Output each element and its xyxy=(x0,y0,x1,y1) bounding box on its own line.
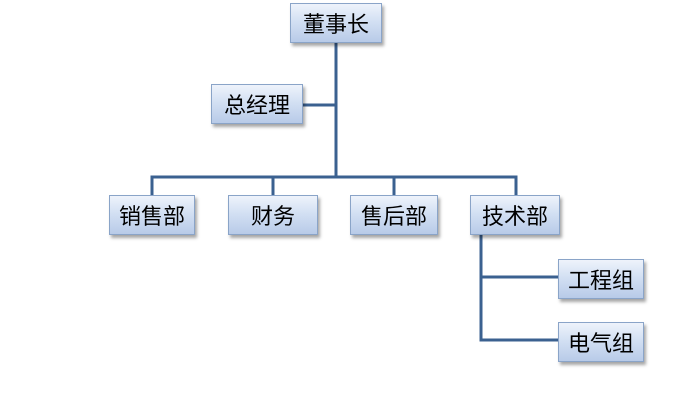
node-general-manager: 总经理 xyxy=(211,84,303,124)
node-after-sales-department: 售后部 xyxy=(350,195,438,235)
node-chairman-label: 董事长 xyxy=(302,13,369,38)
node-electrical-group: 电气组 xyxy=(558,322,644,362)
node-sales-department-label: 销售部 xyxy=(118,205,185,230)
node-technology-department-label: 技术部 xyxy=(481,205,548,230)
node-after-sales-department-label: 售后部 xyxy=(360,205,427,230)
node-finance-label: 财务 xyxy=(250,205,295,230)
node-engineering-group: 工程组 xyxy=(558,259,644,299)
node-engineering-group-label: 工程组 xyxy=(567,269,634,294)
node-sales-department: 销售部 xyxy=(109,195,195,235)
node-technology-department: 技术部 xyxy=(470,195,560,235)
node-electrical-group-label: 电气组 xyxy=(567,332,634,357)
node-chairman: 董事长 xyxy=(290,3,382,43)
node-general-manager-label: 总经理 xyxy=(223,94,290,119)
node-finance: 财务 xyxy=(228,195,318,235)
